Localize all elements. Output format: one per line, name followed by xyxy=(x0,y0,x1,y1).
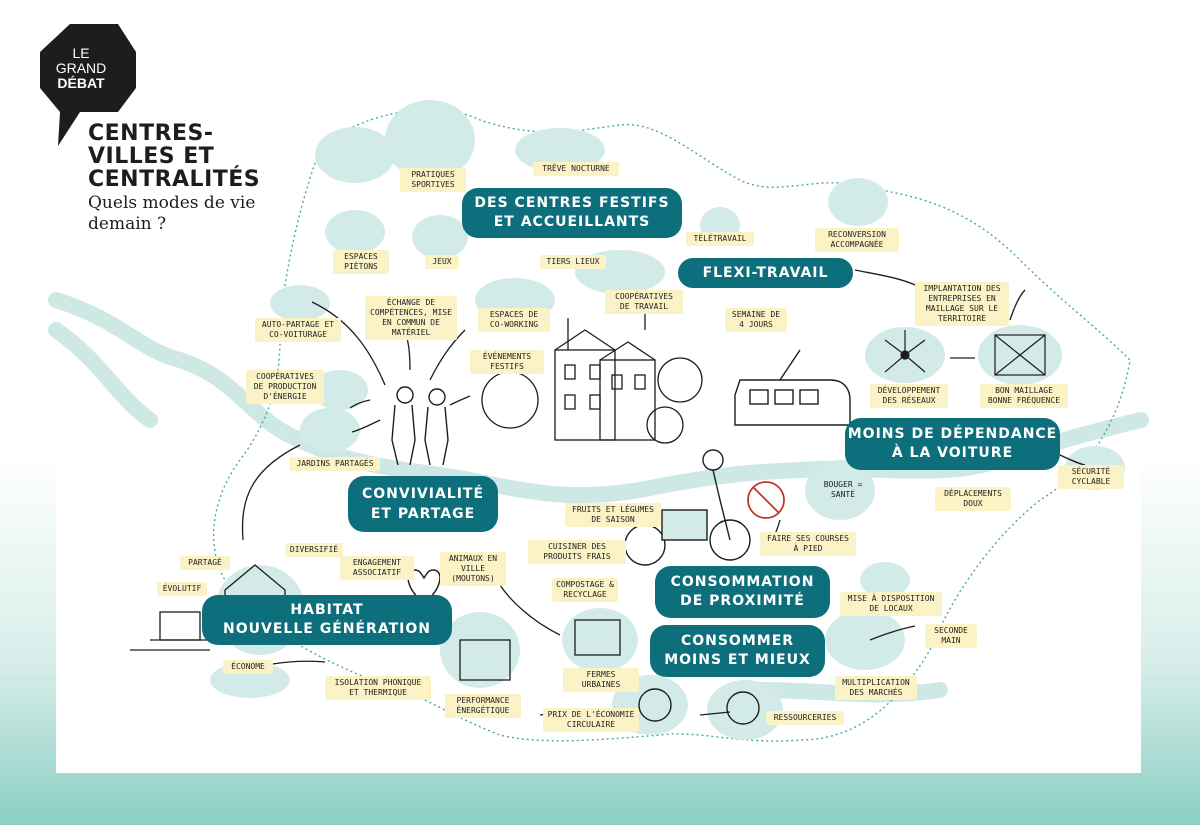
label-ressourceries: RESSOURCERIES xyxy=(766,711,844,725)
label-securite-cyclable: SÉCURITÉ CYCLABLE xyxy=(1058,465,1124,489)
logo-line-2: GRAND xyxy=(55,60,107,76)
theme-consommer-mieux: CONSOMMER MOINS ET MIEUX xyxy=(650,625,825,677)
label-engagement: ENGAGEMENT ASSOCIATIF xyxy=(340,556,414,580)
theme-consommer-line-2: MOINS ET MIEUX xyxy=(664,652,811,668)
grand-debat-logo-shape xyxy=(40,24,136,146)
label-seconde-main: SECONDE MAIN xyxy=(925,624,977,648)
page-header: CENTRES- VILLES ET CENTRALITÉS Quels mod… xyxy=(88,122,308,235)
theme-convivialite-line-2: ET PARTAGE xyxy=(370,506,476,522)
theme-habitat: HABITAT NOUVELLE GÉNÉRATION xyxy=(202,595,452,645)
label-prix-economie: PRIX DE L'ÉCONOMIE CIRCULAIRE xyxy=(543,708,639,732)
label-diversifie: DIVERSIFIÉ xyxy=(285,543,343,557)
no-car-cart-icon xyxy=(747,481,785,519)
theme-habitat-line-2: NOUVELLE GÉNÉRATION xyxy=(223,621,431,637)
page-title-line-2: VILLES ET xyxy=(88,144,215,169)
theme-proximite-line-1: CONSOMMATION xyxy=(670,574,815,590)
label-jardins-partages: JARDINS PARTAGÉS xyxy=(290,457,380,471)
territory-outline xyxy=(212,109,1131,742)
logo-line-3: DÉBAT xyxy=(57,75,105,91)
label-performance: PERFORMANCE ÉNERGÉTIQUE xyxy=(445,694,521,718)
label-cuisiner: CUISINER DES PRODUITS FRAIS xyxy=(528,540,626,564)
label-semaine-4-jours: SEMAINE DE 4 JOURS xyxy=(725,308,787,332)
label-echange-competences: ÉCHANGE DE COMPÉTENCES, MISE EN COMMUN D… xyxy=(365,296,457,340)
label-fruits-legumes: FRUITS ET LÉGUMES DE SAISON xyxy=(565,503,661,527)
label-deplacements-doux: DÉPLACEMENTS DOUX xyxy=(935,487,1011,511)
label-cooperatives-travail: COOPÉRATIVES DE TRAVAIL xyxy=(605,290,683,314)
logo-line-1: LE xyxy=(72,45,90,61)
label-pratiques-sportives: PRATIQUES SPORTIVES xyxy=(400,168,466,192)
theme-habitat-line-1: HABITAT xyxy=(290,602,364,618)
theme-festifs-line-1: DES CENTRES FESTIFS xyxy=(474,195,670,211)
label-teletravail: TÉLÉTRAVAIL xyxy=(686,232,754,246)
grand-debat-logo: LE GRAND DÉBAT xyxy=(38,46,124,91)
theme-proximite-line-2: DE PROXIMITÉ xyxy=(680,593,805,609)
theme-voiture-line-1: MOINS DE DÉPENDANCE xyxy=(847,426,1058,442)
label-bouger-sante: BOUGER = SANTÉ xyxy=(823,480,863,499)
label-isolation: ISOLATION PHONIQUE ET THERMIQUE xyxy=(325,676,431,700)
page-subtitle-line-2: demain ? xyxy=(88,214,167,234)
theme-flexi-travail: FLEXI-TRAVAIL xyxy=(678,258,853,288)
label-partage: PARTAGÉ xyxy=(180,556,230,570)
two-people-talking xyxy=(391,386,449,466)
theme-voiture-line-2: À LA VOITURE xyxy=(891,445,1014,461)
theme-voiture: MOINS DE DÉPENDANCE À LA VOITURE xyxy=(845,418,1060,470)
label-implantation: IMPLANTATION DES ENTREPRISES EN MAILLAGE… xyxy=(915,282,1009,326)
tram xyxy=(734,349,851,426)
label-treve-nocturne: TRÊVE NOCTURNE xyxy=(533,162,619,176)
label-econome: ÉCONOME xyxy=(223,660,273,674)
label-faire-courses: FAIRE SES COURSES À PIED xyxy=(760,532,856,556)
label-animaux: ANIMAUX EN VILLE (MOUTONS) xyxy=(440,552,506,586)
label-jeux: JEUX xyxy=(425,255,459,269)
label-developpement-reseaux: DÉVELOPPEMENT DES RÉSEAUX xyxy=(870,384,948,408)
label-mise-disposition: MISE À DISPOSITION DE LOCAUX xyxy=(840,592,942,616)
theme-proximite: CONSOMMATION DE PROXIMITÉ xyxy=(655,566,830,618)
label-compostage: COMPOSTAGE & RECYCLAGE xyxy=(552,578,618,602)
label-cooperatives-energie: COOPÉRATIVES DE PRODUCTION D'ÉNERGIE xyxy=(246,370,324,404)
label-evolutif: ÉVOLUTIF xyxy=(157,582,207,596)
label-espaces-coworking: ESPACES DE CO-WORKING xyxy=(478,308,550,332)
label-auto-partage: AUTO-PARTAGE ET CO-VOITURAGE xyxy=(255,318,341,342)
theme-consommer-line-1: CONSOMMER xyxy=(680,633,795,649)
label-reconversion: RECONVERSION ACCOMPAGNÉE xyxy=(815,228,899,252)
theme-convivialite-line-1: CONVIVIALITÉ xyxy=(361,486,485,502)
theme-convivialite: CONVIVIALITÉ ET PARTAGE xyxy=(348,476,498,532)
page-title-line-3: CENTRALITÉS xyxy=(88,167,261,192)
label-bon-maillage: BON MAILLAGE BONNE FRÉQUENCE xyxy=(980,384,1068,408)
network-icon xyxy=(884,330,1046,376)
label-multiplication-marches: MULTIPLICATION DES MARCHÉS xyxy=(835,676,917,700)
label-tiers-lieux: TIERS LIEUX xyxy=(540,255,606,269)
cargo-bike xyxy=(624,449,751,566)
theme-festifs: DES CENTRES FESTIFS ET ACCUEILLANTS xyxy=(462,188,682,238)
label-evenements-festifs: ÉVÉNEMENTS FESTIFS xyxy=(470,350,544,374)
page-title-line-1: CENTRES- xyxy=(88,121,214,146)
recycling-icons xyxy=(638,688,760,725)
label-espaces-pietons: ESPACES PIÉTONS xyxy=(333,250,389,274)
theme-festifs-line-2: ET ACCUEILLANTS xyxy=(493,214,651,230)
label-fermes-urbaines: FERMES URBAINES xyxy=(563,668,639,692)
page-subtitle-line-1: Quels modes de vie xyxy=(88,193,256,213)
